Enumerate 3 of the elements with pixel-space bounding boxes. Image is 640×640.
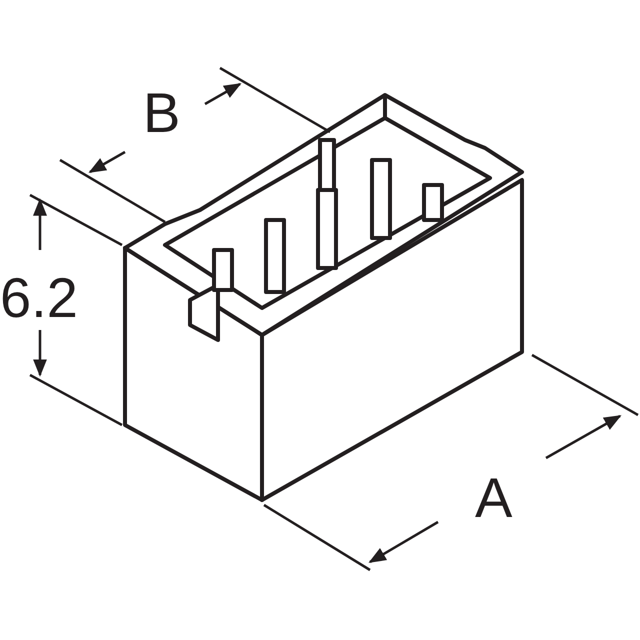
dimension-label: A xyxy=(475,470,512,526)
dimension-label: B xyxy=(143,85,180,141)
dimension-label: 6.2 xyxy=(0,270,78,326)
